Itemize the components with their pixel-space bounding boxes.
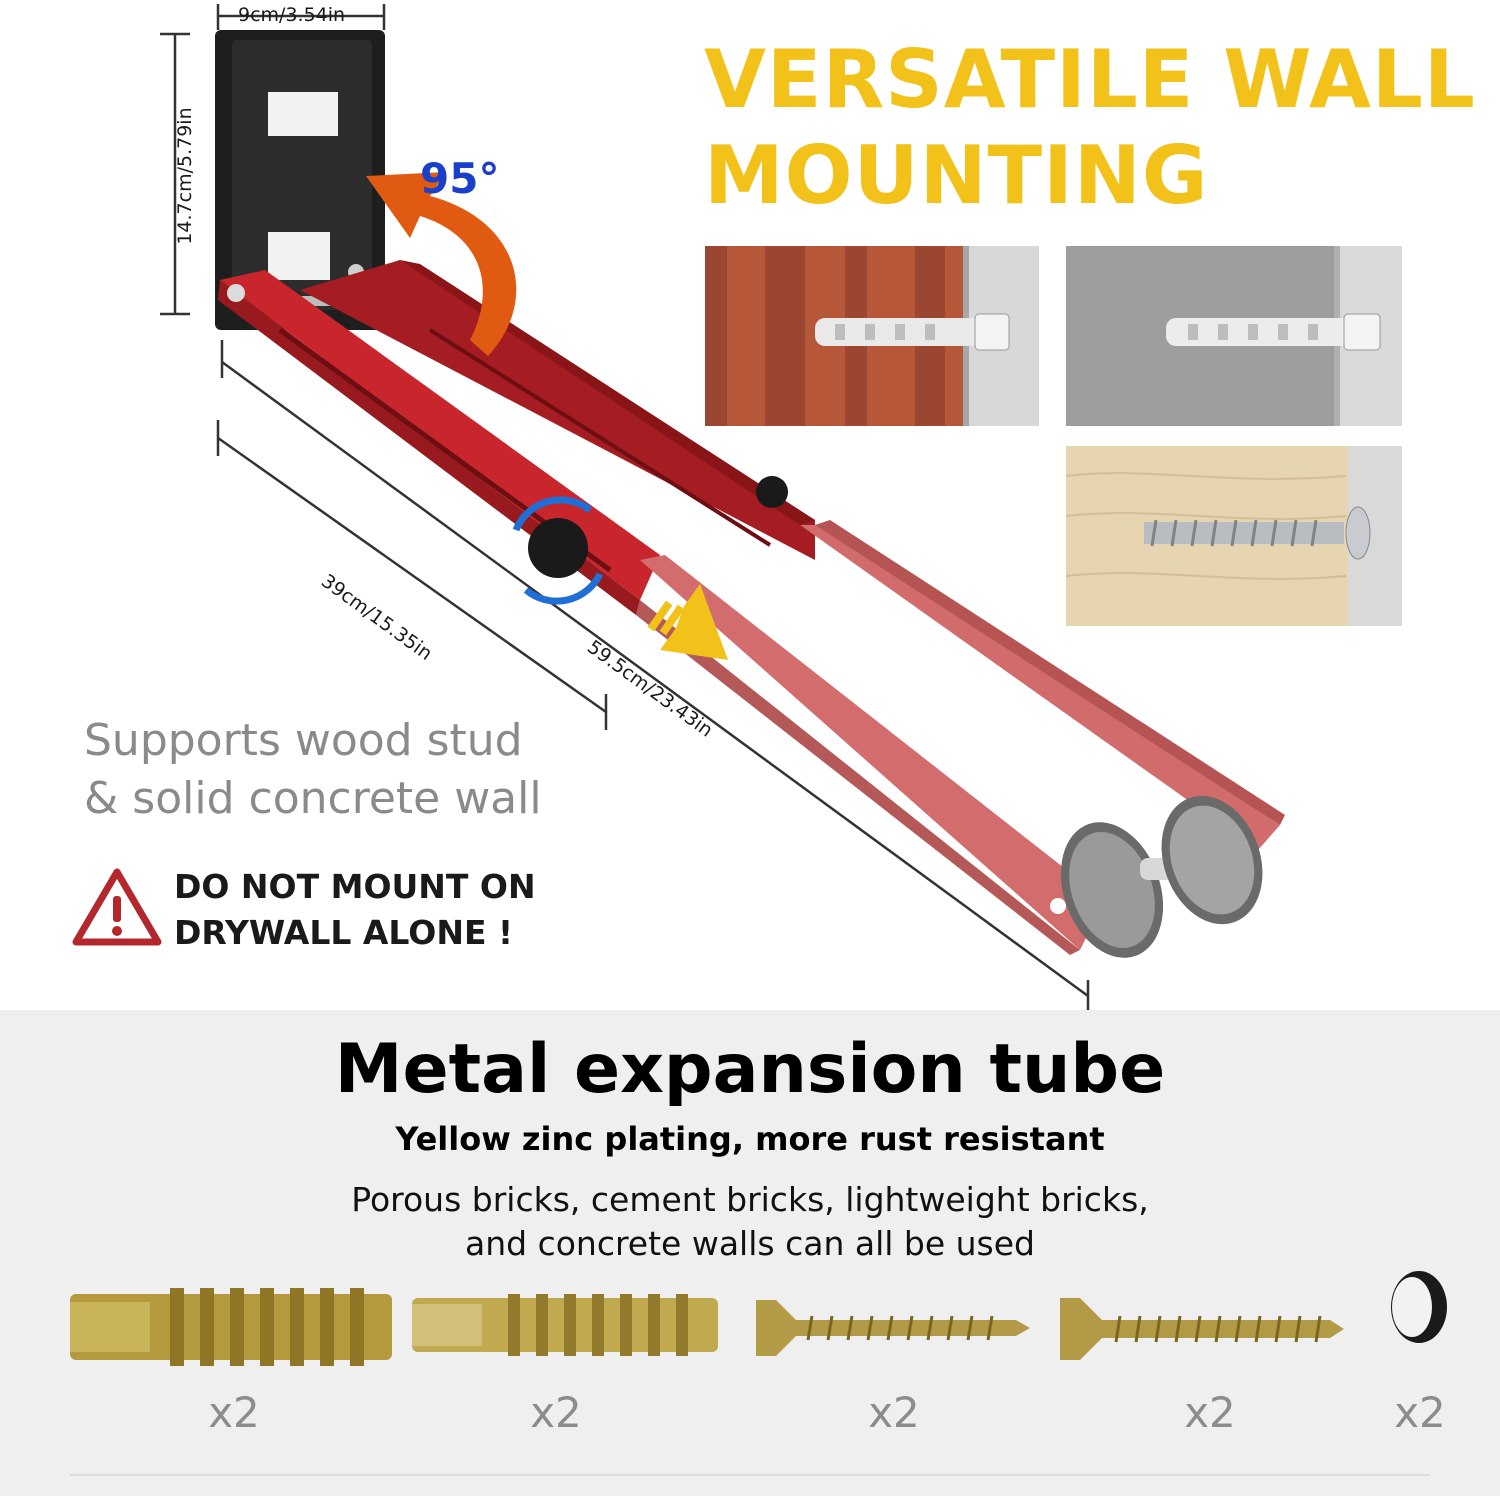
adjust-knob: [512, 476, 788, 605]
hardware-desc-line2: and concrete walls can all be used: [465, 1224, 1035, 1263]
fold-angle-label: 95°: [420, 154, 500, 203]
hardware-desc-line1: Porous bricks, cement bricks, lightweigh…: [351, 1180, 1149, 1219]
small-expansion-tube-icon: [412, 1294, 718, 1356]
large-expansion-tube-icon: [70, 1288, 392, 1366]
rubber-wheels: [1060, 795, 1263, 958]
expansion-anchor-icon: [1166, 313, 1381, 351]
expansion-anchor-icon: [815, 313, 1010, 351]
hardware-title: Metal expansion tube: [334, 1030, 1166, 1109]
qty-long-screw: x2: [1184, 1388, 1236, 1437]
hardware-section: [0, 1010, 1500, 1496]
qty-small-expansion-tube: x2: [530, 1388, 582, 1437]
support-note: Supports wood stud & solid concrete wall: [84, 712, 542, 828]
bottom-divider: [70, 1474, 1430, 1476]
warning-icon: [72, 868, 162, 946]
fold-arrow: [366, 172, 517, 356]
warning-line2: DRYWALL ALONE !: [174, 913, 514, 952]
rubber-pad-icon: [1391, 1271, 1447, 1343]
headline-line1: VERSATILE WALL: [704, 33, 1476, 126]
headline-line2: MOUNTING: [704, 129, 1209, 222]
headline: VERSATILE WALL MOUNTING: [704, 32, 1476, 224]
wood-screw-icon: [1144, 506, 1371, 560]
warning-text: DO NOT MOUNT ON DRYWALL ALONE !: [174, 864, 536, 956]
qty-large-expansion-tube: x2: [208, 1388, 260, 1437]
support-note-line1: Supports wood stud: [84, 715, 523, 766]
qty-short-screw: x2: [868, 1388, 920, 1437]
bracket-width-label: 9cm/3.54in: [238, 4, 346, 26]
hardware-description: Porous bricks, cement bricks, lightweigh…: [0, 1178, 1500, 1266]
bracket-height-label: 14.7cm/5.79in: [174, 107, 196, 245]
long-screw-icon: [1060, 1298, 1344, 1360]
extend-arrow: [647, 584, 728, 660]
hardware-subtitle: Yellow zinc plating, more rust resistant: [395, 1120, 1105, 1158]
brick-wall-panel: [705, 246, 1039, 426]
warning-line1: DO NOT MOUNT ON: [174, 867, 536, 906]
concrete-wall-panel: [1066, 246, 1402, 426]
short-screw-icon: [756, 1300, 1030, 1356]
qty-rubber-pad: x2: [1394, 1388, 1446, 1437]
product-illustration: [160, 4, 1285, 1010]
wood-stud-panel: [1066, 446, 1402, 626]
support-note-line2: & solid concrete wall: [84, 773, 542, 824]
